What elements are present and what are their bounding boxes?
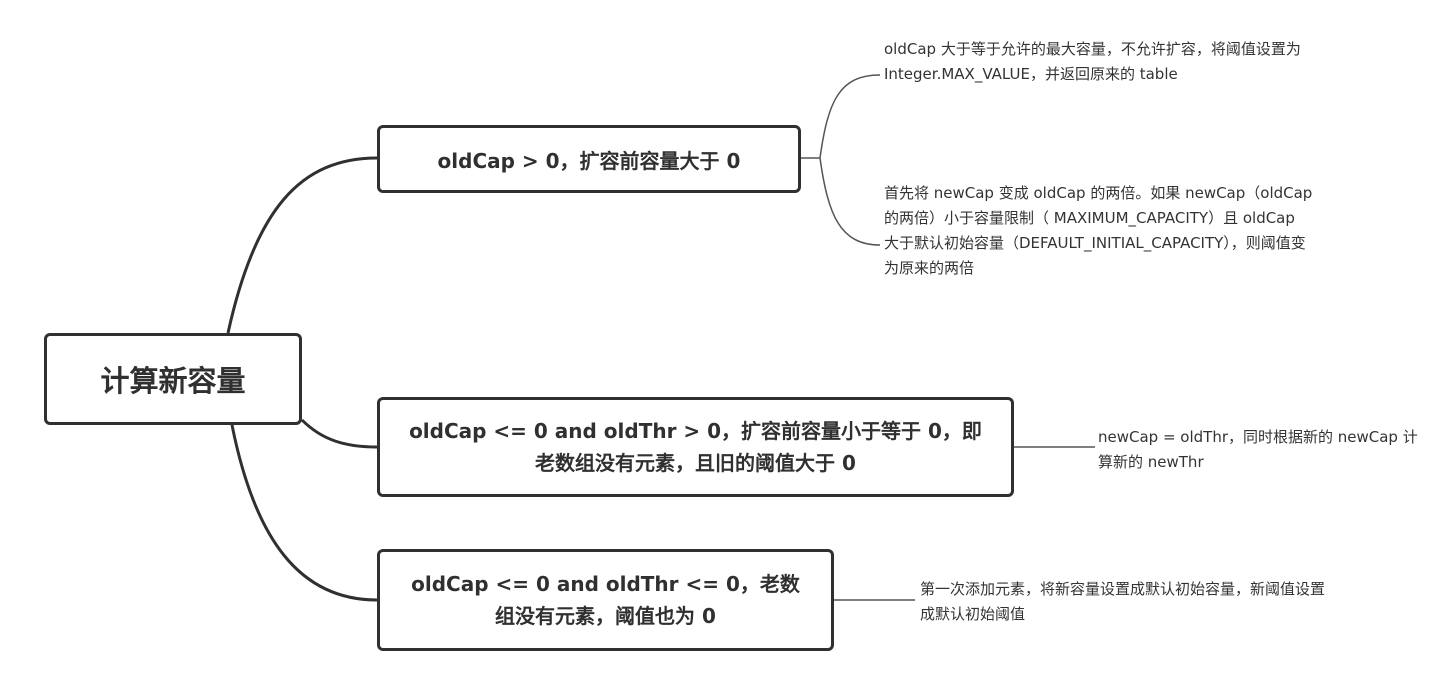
branch-2-note: newCap = oldThr，同时根据新的 newCap 计算新的 newTh… bbox=[1098, 428, 1418, 471]
root-topic: 计算新容量 bbox=[44, 333, 302, 425]
connector-root-to-branch-2 bbox=[300, 418, 378, 449]
branch-topic-2: oldCap <= 0 and oldThr > 0，扩容前容量小于等于 0，即… bbox=[377, 397, 1014, 497]
branch-topic-2-label: oldCap <= 0 and oldThr > 0，扩容前容量小于等于 0，即… bbox=[409, 419, 982, 475]
branch-topic-3-label: oldCap <= 0 and oldThr <= 0，老数组没有元素，阈值也为… bbox=[411, 572, 800, 628]
branch-topic-1-label: oldCap > 0，扩容前容量大于 0 bbox=[437, 148, 741, 173]
connector-root-to-branch-1 bbox=[226, 156, 378, 334]
connector-branch-1-to-notes bbox=[801, 74, 881, 246]
branch-topic-3: oldCap <= 0 and oldThr <= 0，老数组没有元素，阈值也为… bbox=[377, 549, 834, 651]
root-topic-label: 计算新容量 bbox=[100, 364, 246, 398]
branch-1-note-2: 首先将 newCap 变成 oldCap 的两倍。如果 newCap（oldCa… bbox=[884, 184, 1313, 277]
branch-3-note: 第一次添加元素，将新容量设置成默认初始容量，新阈值设置成默认初始阈值 bbox=[920, 580, 1326, 623]
branch-topic-1: oldCap > 0，扩容前容量大于 0 bbox=[377, 125, 801, 193]
connector-root-to-branch-3 bbox=[230, 424, 378, 602]
branch-1-note-1: oldCap 大于等于允许的最大容量，不允许扩容，将阈值设置为Integer.M… bbox=[884, 40, 1301, 83]
